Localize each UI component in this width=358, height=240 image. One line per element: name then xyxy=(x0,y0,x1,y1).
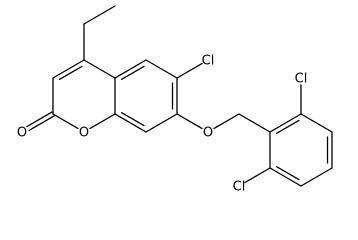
bond-c3-c4-inner xyxy=(58,65,83,81)
bond-c7-o_ether xyxy=(176,113,203,130)
bond-layer xyxy=(26,5,333,187)
atom-label-o1: O xyxy=(79,126,89,141)
atom-label-o_ether: O xyxy=(203,126,213,141)
bond-b6-cl_b6 xyxy=(244,167,271,184)
bond-c4a-c5 xyxy=(114,59,147,79)
bond-c7-c8 xyxy=(145,113,178,133)
bond-c2-o_carbonyl-second xyxy=(26,111,53,128)
bond-c8-c8a xyxy=(114,113,147,133)
bond-c6-cl6 xyxy=(176,62,203,79)
bond-o_ether-ch2_benzyl xyxy=(213,113,240,130)
bond-c4-c4a xyxy=(83,59,116,79)
bond-c8-c8a-inner xyxy=(120,111,145,127)
bond-c4a-c5-inner xyxy=(120,65,145,81)
bond-ethyl_ch2-ethyl_ch3 xyxy=(83,5,116,25)
bond-ch2_benzyl-b1 xyxy=(238,113,271,133)
atom-label-cl_b6: Cl xyxy=(233,180,246,195)
bond-b5-b6 xyxy=(269,167,302,187)
atom-label-cl_b2: Cl xyxy=(295,72,308,87)
bond-o1-c2 xyxy=(52,113,79,130)
atom-label-o_carbonyl: O xyxy=(17,126,27,141)
bond-b1-b2 xyxy=(269,113,302,133)
bond-c3-c4 xyxy=(52,59,85,79)
bond-b5-b6-inner xyxy=(275,165,300,181)
bond-c5-c6 xyxy=(145,59,178,79)
bond-c2-o_carbonyl xyxy=(28,115,55,132)
bond-b2-b3 xyxy=(300,113,333,133)
bond-b1-b2-inner xyxy=(275,119,300,135)
bond-b4-b5 xyxy=(300,167,333,187)
bond-c8a-o1 xyxy=(89,113,116,130)
atom-label-cl6: Cl xyxy=(202,54,215,69)
